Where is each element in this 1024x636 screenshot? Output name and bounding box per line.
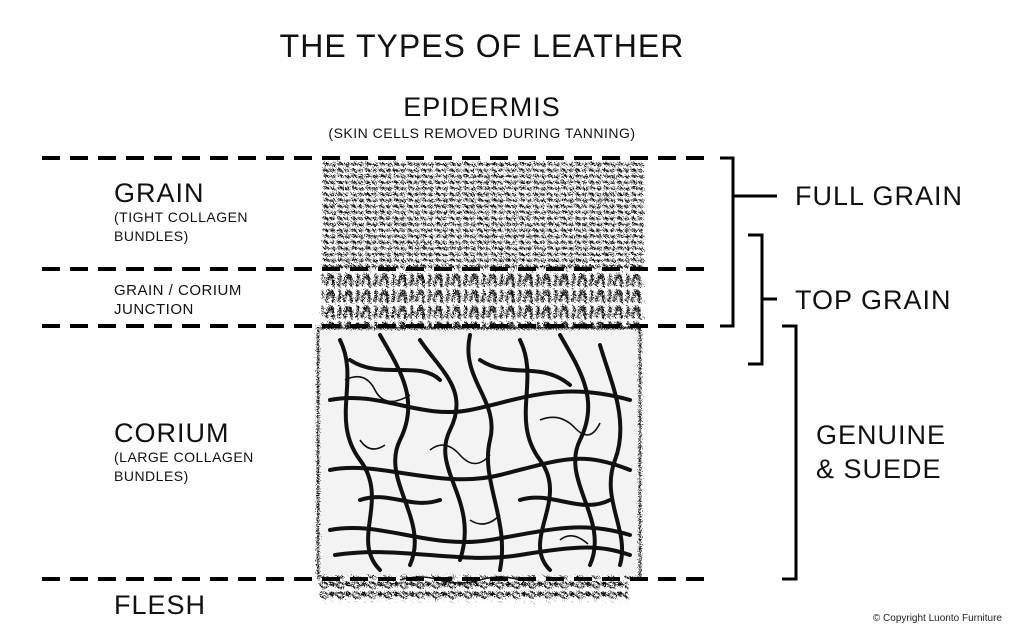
junction-texture <box>322 270 644 328</box>
copyright-notice: © Copyright Luonto Furniture <box>872 613 1002 624</box>
corium-description-line-2: BUNDLES) <box>114 468 189 484</box>
grain-description: (TIGHT COLLAGEN BUNDLES) <box>114 208 248 246</box>
grain-description-line-2: BUNDLES) <box>114 228 189 244</box>
epidermis-sublabel: (SKIN CELLS REMOVED DURING TANNING) <box>328 125 636 141</box>
grain-texture <box>322 160 644 270</box>
junction-label-line-2: JUNCTION <box>114 301 194 318</box>
corium-label: CORIUM <box>114 418 230 448</box>
top-grain-bracket <box>748 233 777 366</box>
corium-collagen-bundles <box>328 333 632 572</box>
flesh-label: FLESH <box>114 590 207 620</box>
corium-description-line-1: (LARGE COLLAGEN <box>114 449 254 465</box>
full-grain-bracket <box>720 156 777 328</box>
full-grain-label: FULL GRAIN <box>795 181 964 211</box>
suede-label: & SUEDE <box>816 454 942 484</box>
leather-type-brackets <box>720 156 798 581</box>
genuine-label: GENUINE <box>816 420 947 450</box>
junction-label-line-1: GRAIN / CORIUM <box>114 282 242 299</box>
grain-label: GRAIN <box>114 178 205 208</box>
genuine-suede-bracket <box>782 324 798 581</box>
grain-description-line-1: (TIGHT COLLAGEN <box>114 209 249 225</box>
corium-description: (LARGE COLLAGEN BUNDLES) <box>114 448 254 486</box>
junction-label: GRAIN / CORIUM JUNCTION <box>114 281 242 319</box>
epidermis-label: EPIDERMIS <box>403 92 561 122</box>
page-title: THE TYPES OF LEATHER <box>279 28 685 64</box>
top-grain-label: TOP GRAIN <box>795 285 952 315</box>
